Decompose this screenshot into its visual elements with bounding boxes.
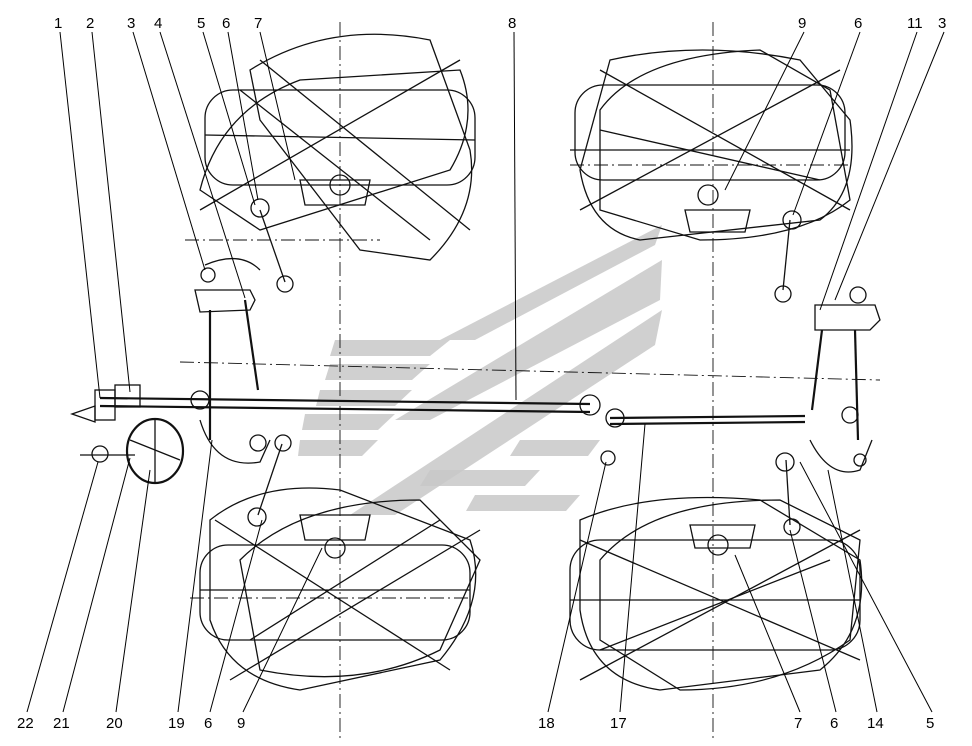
callout-9-bottom: 9	[237, 715, 245, 732]
callout-20: 20	[106, 715, 123, 732]
callout-6: 6	[222, 15, 230, 32]
callout-14: 14	[867, 715, 884, 732]
callout-3: 3	[127, 15, 135, 32]
callout-9: 9	[798, 15, 806, 32]
callout-6-bottom: 6	[204, 715, 212, 732]
callout-7: 7	[254, 15, 262, 32]
callout-8: 8	[508, 15, 516, 32]
wheel-rear-left	[199, 487, 481, 691]
callout-11: 11	[907, 15, 923, 32]
callout-6-right: 6	[854, 15, 862, 32]
callout-labels: 1 2 3 4 5 6 7 8 9 6 11 3 22 21 20 19 6 9…	[17, 15, 946, 732]
callout-17: 17	[610, 715, 627, 732]
callout-6-bottom-right: 6	[830, 715, 838, 732]
callout-2: 2	[86, 15, 94, 32]
centerlines	[179, 22, 881, 740]
watermark-logo	[298, 225, 662, 515]
wheel-front-right	[570, 49, 853, 241]
callout-4: 4	[154, 15, 162, 32]
callout-19: 19	[168, 715, 185, 732]
callout-5: 5	[197, 15, 205, 32]
callout-7-bottom: 7	[794, 715, 802, 732]
callout-21: 21	[53, 715, 70, 732]
wheel-rear-right	[569, 496, 863, 691]
callout-18: 18	[538, 715, 555, 732]
callout-3-right: 3	[938, 15, 946, 32]
callout-5-bottom: 5	[926, 715, 934, 732]
callout-1: 1	[54, 15, 62, 32]
callout-22: 22	[17, 715, 34, 732]
wheel-front-left	[199, 33, 476, 261]
linkage-mechanism	[70, 174, 881, 559]
